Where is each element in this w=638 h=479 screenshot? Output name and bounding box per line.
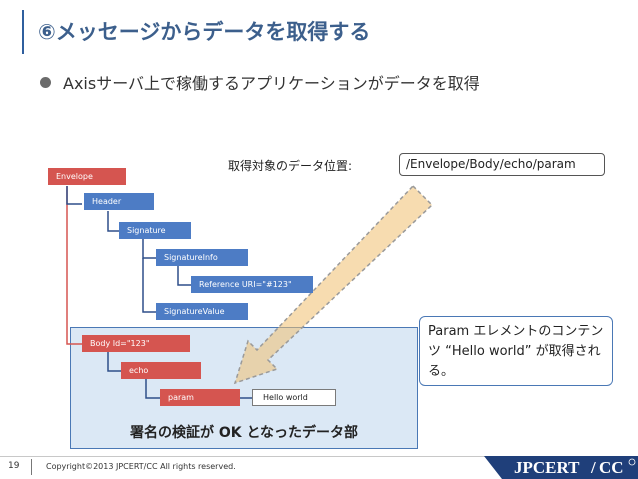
node-hello-world: Hello world [252, 389, 336, 406]
signed-area-caption: 署名の検証が OK となったデータ部 [129, 425, 359, 441]
footer-separator [31, 459, 32, 475]
bullet-dot-icon [40, 76, 51, 88]
svg-text:/: / [590, 458, 596, 477]
jpcert-logo-icon: JPCERT / CC [484, 456, 638, 479]
page-number: 19 [8, 461, 20, 471]
node-echo: echo [121, 362, 201, 379]
callout-box: Param エレメントのコンテンツ “Hello world” が取得される。 [419, 316, 613, 386]
node-envelope: Envelope [48, 168, 126, 185]
bullet-row: Axisサーバ上で稼働するアプリケーションがデータを取得 [40, 70, 480, 94]
node-param: param [160, 389, 240, 406]
footer-divider [0, 456, 638, 457]
logo-suffix: CC [599, 458, 624, 477]
node-reference: Reference URI="#123" [191, 276, 313, 293]
node-signature-value: SignatureValue [156, 303, 248, 320]
slide-title: ⑥メッセージからデータを取得する [38, 20, 371, 44]
copyright-text: Copyright©2013 JPCERT/CC All rights rese… [46, 462, 236, 471]
node-signature: Signature [119, 222, 191, 239]
title-bar: ⑥メッセージからデータを取得する [0, 0, 638, 62]
node-signature-info: SignatureInfo [156, 249, 248, 266]
node-header: Header [84, 193, 154, 210]
node-body: Body Id="123" [82, 335, 190, 352]
data-position-label: 取得対象のデータ位置: [228, 159, 353, 173]
data-path-box: /Envelope/Body/echo/param [399, 153, 605, 176]
bullet-text: Axisサーバ上で稼働するアプリケーションがデータを取得 [63, 74, 480, 93]
logo-text: JPCERT [514, 458, 580, 477]
title-accent-bar [22, 10, 24, 54]
